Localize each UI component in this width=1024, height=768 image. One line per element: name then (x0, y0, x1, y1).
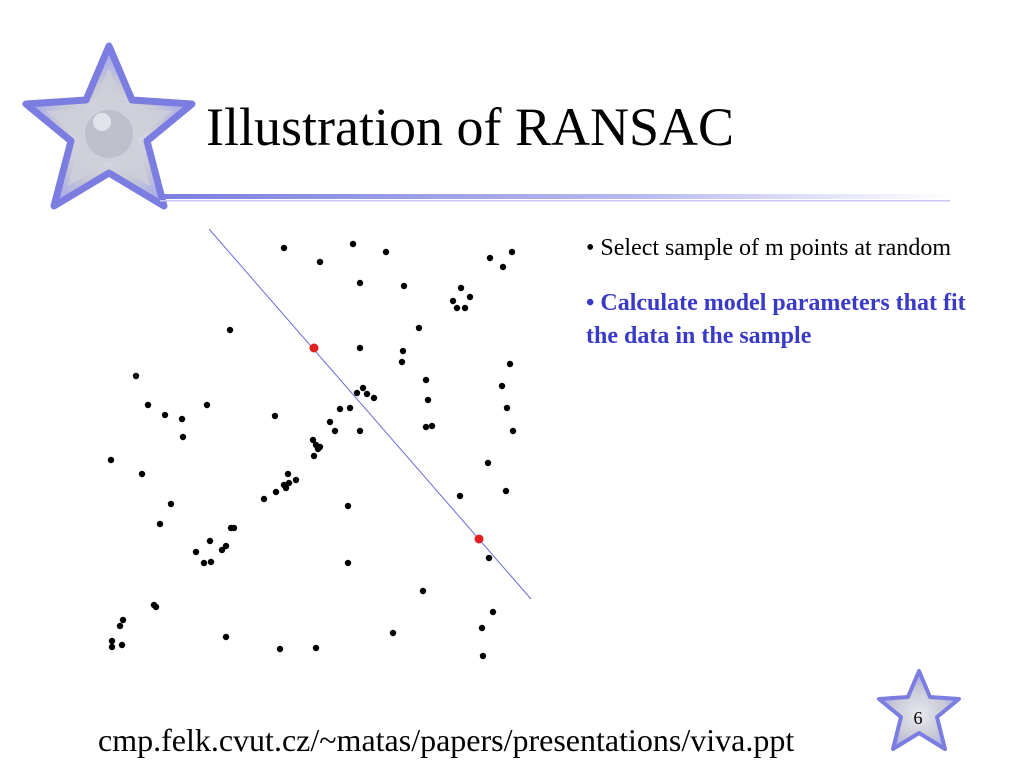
bullet-calculate-model: • Calculate model parameters that fit th… (586, 290, 966, 349)
data-point (398, 358, 406, 366)
data-point (276, 645, 284, 653)
data-point (203, 401, 211, 409)
data-point (422, 376, 430, 384)
data-point (132, 372, 140, 380)
data-point (400, 282, 408, 290)
data-point (271, 412, 279, 420)
data-point (478, 624, 486, 632)
data-point (344, 502, 352, 510)
data-point (428, 422, 436, 430)
data-point (363, 390, 371, 398)
data-point (179, 433, 187, 441)
data-point (370, 394, 378, 402)
data-point (389, 629, 397, 637)
data-point (503, 404, 511, 412)
data-point (206, 537, 214, 545)
data-point (509, 427, 517, 435)
data-point (152, 603, 160, 611)
data-point (260, 495, 268, 503)
data-point (331, 427, 339, 435)
data-point (336, 405, 344, 413)
data-point (484, 459, 492, 467)
slide-number-star-icon (877, 669, 961, 751)
data-point (353, 389, 361, 397)
data-point (230, 524, 238, 532)
ransac-model-line (208, 228, 532, 600)
data-point (108, 643, 116, 651)
data-point (356, 279, 364, 287)
data-point (422, 423, 430, 431)
data-point (218, 546, 226, 554)
data-point (192, 548, 200, 556)
data-point (167, 500, 175, 508)
data-point (138, 470, 146, 478)
star-logo-icon (22, 42, 196, 210)
data-point (485, 554, 493, 562)
data-point (499, 263, 507, 271)
data-point (161, 411, 169, 419)
data-point (399, 347, 407, 355)
data-point (359, 384, 367, 392)
data-point (119, 616, 127, 624)
data-point (419, 587, 427, 595)
data-point (489, 608, 497, 616)
data-point (200, 559, 208, 567)
data-point (486, 254, 494, 262)
data-point (282, 484, 290, 492)
data-point (309, 436, 317, 444)
data-point (498, 382, 506, 390)
data-point (280, 244, 288, 252)
data-point (207, 558, 215, 566)
data-point (346, 404, 354, 412)
data-point (508, 248, 516, 256)
data-point (479, 652, 487, 660)
data-point (506, 360, 514, 368)
data-point (449, 297, 457, 305)
bullet-select-sample: • Select sample of m points at random (586, 235, 951, 261)
sample-point (474, 534, 484, 544)
data-point (118, 641, 126, 649)
footer-source-url: cmp.felk.cvut.cz/~matas/papers/presentat… (98, 722, 795, 758)
sample-point (309, 343, 319, 353)
data-point (226, 326, 234, 334)
data-point (316, 258, 324, 266)
data-point (326, 418, 334, 426)
title-divider (160, 194, 950, 202)
data-point (178, 415, 186, 423)
slide-title: Illustration of RANSAC (206, 97, 735, 157)
data-point (116, 622, 124, 630)
data-point (107, 456, 115, 464)
data-point (382, 248, 390, 256)
data-point (310, 452, 318, 460)
data-point (356, 427, 364, 435)
data-point (456, 492, 464, 500)
data-point (344, 559, 352, 567)
data-point (415, 324, 423, 332)
data-point (457, 284, 465, 292)
data-point (466, 293, 474, 301)
data-point (222, 633, 230, 641)
data-point (222, 542, 230, 550)
data-point (461, 304, 469, 312)
data-point (272, 488, 280, 496)
bullet-list: • Select sample of m points at random • … (586, 232, 986, 353)
data-point (502, 487, 510, 495)
data-point (312, 644, 320, 652)
data-point (349, 240, 357, 248)
data-point (108, 637, 116, 645)
data-point (284, 470, 292, 478)
data-point (453, 304, 461, 312)
data-point (356, 344, 364, 352)
data-point (424, 396, 432, 404)
data-point (156, 520, 164, 528)
slide-number: 6 (913, 708, 923, 728)
data-point (285, 479, 293, 487)
data-point (144, 401, 152, 409)
ransac-scatter-plot (107, 228, 532, 660)
data-point (316, 443, 324, 451)
data-point (292, 476, 300, 484)
